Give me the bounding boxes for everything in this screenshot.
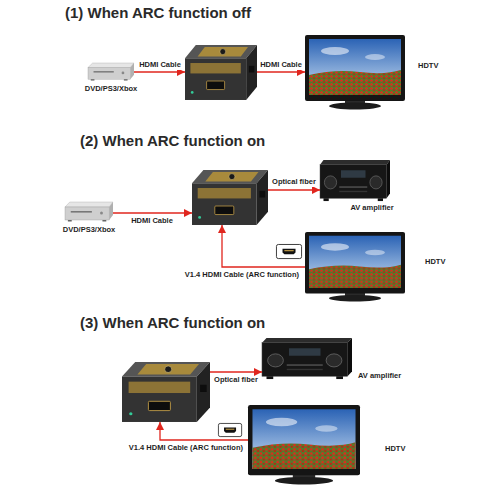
device-label: HDTV <box>385 445 405 454</box>
dvd-player <box>65 202 113 222</box>
cable-label: HDMI Cable <box>138 61 182 70</box>
device-node: HDTV <box>305 232 405 302</box>
dvd-player <box>88 63 134 81</box>
hdtv-picture <box>248 405 360 484</box>
device-label: AV amplifier <box>358 372 401 381</box>
device-node: DVD/PS3/Xbox <box>65 202 113 222</box>
cable-arrow <box>160 422 248 440</box>
device-label: DVD/PS3/Xbox <box>63 226 116 235</box>
cable-label: Optical fiber <box>271 178 317 187</box>
section-heading: (1) When ARC function off <box>65 4 251 21</box>
device-node <box>192 170 268 225</box>
hdmi-port-inset <box>276 244 301 258</box>
cable-arrow <box>257 71 305 72</box>
cable-arrow <box>113 212 192 213</box>
device-node <box>122 362 210 422</box>
device-node: AV amplifier <box>320 160 390 202</box>
av-amplifier <box>262 338 352 379</box>
cable-label: Optical fiber <box>213 376 259 385</box>
cable-arrow <box>268 189 320 190</box>
device-node: DVD/PS3/Xbox <box>88 63 134 81</box>
device-node <box>185 45 257 100</box>
cable-label: V1.4 HDMI Cable (ARC function) <box>184 271 300 280</box>
cable-label: V1.4 HDMI Cable (ARC function) <box>128 444 244 453</box>
device-node: AV amplifier <box>262 338 352 380</box>
hdmi-port-inset <box>218 423 241 436</box>
av-amplifier <box>320 160 390 201</box>
hdtv-picture <box>305 232 405 302</box>
arc-extractor <box>185 45 257 100</box>
cable-arrow <box>210 371 262 372</box>
hdtv-picture <box>305 35 405 110</box>
section-heading: (3) When ARC function on <box>80 314 265 331</box>
section-heading: (2) When ARC function on <box>80 132 265 149</box>
device-label: HDTV <box>425 258 445 267</box>
cable-arrow <box>222 225 305 267</box>
device-label: HDTV <box>418 62 438 71</box>
cable-label: HDMI Cable <box>259 61 303 70</box>
cable-arrow <box>134 71 185 72</box>
arc-extractor <box>192 170 268 225</box>
device-label: AV amplifier <box>350 204 393 213</box>
arc-extractor <box>122 362 210 422</box>
device-label: DVD/PS3/Xbox <box>85 85 138 94</box>
device-node: HDTV <box>305 35 405 110</box>
device-node: HDTV <box>248 405 360 485</box>
cable-label: HDMI Cable <box>130 217 174 226</box>
